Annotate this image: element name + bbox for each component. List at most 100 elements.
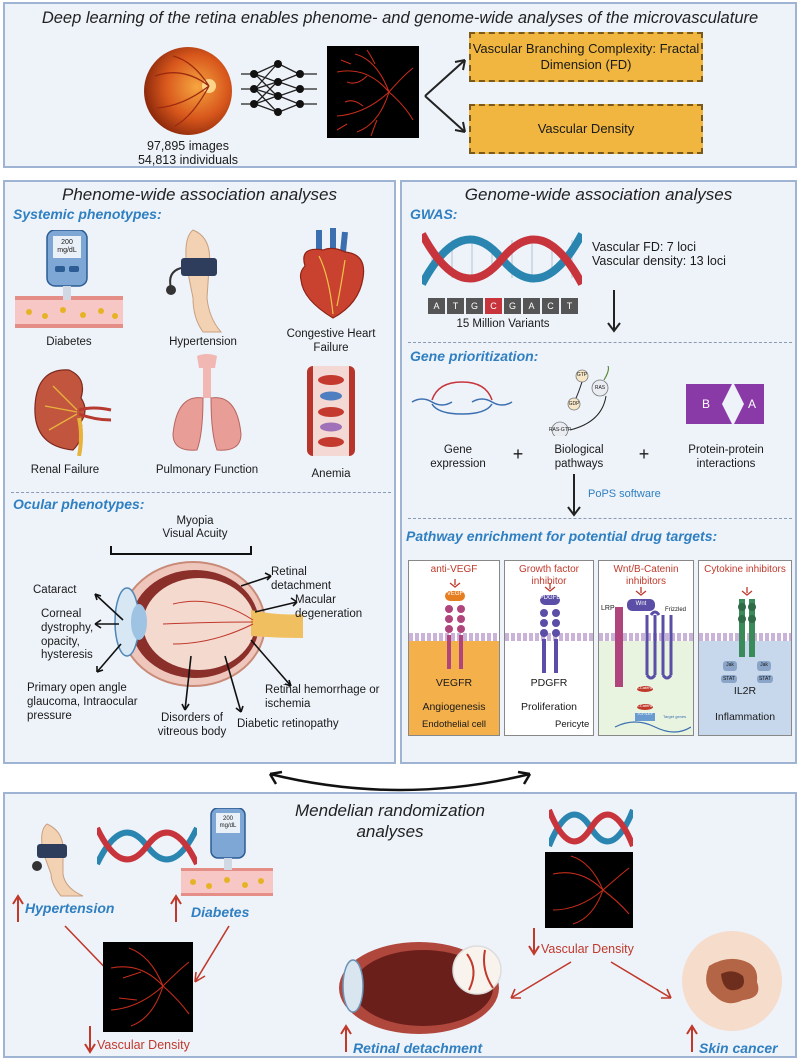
top-panel: Deep learning of the retina enables phen…: [3, 2, 797, 168]
glucometer-icon: [15, 230, 123, 328]
card2-title: Growth factor inhibitor: [518, 564, 580, 587]
pathway-header: Pathway enrichment for potential drug ta…: [406, 528, 718, 544]
mr-up-arrow-diabetes: [170, 894, 182, 922]
ocular-vitreous: Disorders of vitreous body: [157, 712, 227, 738]
protein-interaction-icon: [686, 384, 764, 424]
drug-card-wnt: Wnt/B-Catenin inhibitors Wnt LRP Frizzle…: [598, 560, 694, 736]
mr-hypertension: Hypertension: [25, 900, 115, 916]
base-t2: T: [561, 298, 578, 314]
ocular-glaucoma: Primary open angle glaucoma, Intraocular…: [27, 682, 138, 722]
branch-arrows: [424, 59, 466, 133]
base-g: G: [466, 298, 483, 314]
card4-stat2: STAT: [758, 676, 772, 682]
card2-cell: Pericyte: [555, 719, 590, 730]
gene-expression-icon: [411, 381, 513, 415]
ocular-hemorrhage: Retinal hemorrhage or ischemia: [265, 684, 380, 710]
base-c2: C: [542, 298, 559, 314]
fd-box: Vascular Branching Complexity: Fractal D…: [469, 32, 703, 82]
gwas-panel: Genome-wide association analyses GWAS: A…: [400, 180, 797, 764]
base-a: A: [428, 298, 445, 314]
eye-anatomy-diagram: [110, 546, 303, 687]
density-box: Vascular Density: [469, 104, 703, 154]
base-sequence: A T G C G A C T: [428, 298, 578, 314]
card2-receptor: [540, 583, 560, 673]
card4-title: Cytokine inhibitors: [704, 564, 786, 575]
drug-card-pdgf: Growth factor inhibitor PDGFB PDGFR Prol…: [504, 560, 594, 736]
card4-effect: Inflammation: [714, 711, 776, 723]
variants-count: 15 Million Variants: [456, 318, 550, 330]
card4-jak2: Jak: [760, 662, 768, 668]
mr-skin-cancer: Skin cancer: [699, 1040, 778, 1056]
gwas-divider-1: [408, 342, 792, 343]
systemic-pulmonary: Pulmonary Function: [155, 464, 259, 476]
gwas-title: Genome-wide association analyses: [464, 185, 733, 204]
density-loci: Vascular density: 13 loci: [592, 254, 726, 268]
base-c-variant: C: [485, 298, 502, 314]
ocular-macular: Macular degeneration: [295, 594, 363, 620]
pops-label: PoPS software: [588, 488, 661, 500]
ocular-visual-acuity: Visual Acuity: [162, 528, 228, 540]
fd-loci: Vascular FD: 7 loci: [592, 240, 696, 254]
ocular-detachment: Retinal detachment: [271, 566, 332, 592]
card1-cell: Endothelial cell: [422, 719, 486, 730]
mr-retinal-detachment: Retinal detachment: [353, 1040, 483, 1056]
mr-skin-icon: [682, 931, 782, 1031]
mr-up-arrow-skin: [686, 1024, 698, 1052]
phewas-title: Phenome-wide association analyses: [62, 185, 337, 204]
bidirectional-arrow: [268, 770, 532, 792]
gwas-divider-2: [408, 518, 792, 519]
protein-a-label: A: [747, 397, 756, 411]
mr-dna-left: [97, 826, 197, 866]
pathway-icon: [551, 366, 610, 436]
mr-down-arrow-left: [84, 1026, 96, 1054]
phewas-divider: [11, 492, 391, 493]
down-arrow-2: [567, 474, 581, 517]
neural-network-icon: [241, 60, 317, 116]
systemic-renal-failure: Renal Failure: [30, 464, 100, 476]
base-a2: A: [523, 298, 540, 314]
mr-vessel-image-right: [545, 852, 633, 928]
ocular-myopia: Myopia: [176, 515, 214, 527]
mr-vd-left: Vascular Density: [97, 1038, 190, 1052]
gene-expression-label: Gene expression: [430, 444, 486, 470]
mr-diverge-arrows: [510, 961, 672, 999]
protein-b-label: B: [701, 397, 710, 411]
card2-ligand: PDGFB: [539, 595, 561, 601]
systemic-chf: Congestive Heart Failure: [286, 328, 376, 354]
card3-frizzled: Frizzled: [665, 607, 687, 613]
card4-stat1: STAT: [722, 676, 736, 682]
mr-arm-icon: [32, 823, 84, 897]
gdp-label: GDP: [568, 401, 580, 407]
card3-receptor: [614, 587, 691, 733]
drug-card-vegf: anti-VEGF VEGF VEGFR Angiogenesis Endoth…: [408, 560, 500, 736]
drug-card-cytokine: Cytokine inhibitors Jak Jak STAT STAT IL…: [698, 560, 792, 736]
top-title: Deep learning of the retina enables phen…: [41, 9, 759, 27]
base-g2: G: [504, 298, 521, 314]
card1-receptor: [445, 579, 465, 669]
mr-panel: Mendelian randomization analyses 200 mg/…: [3, 792, 797, 1058]
card1-ligand: VEGF: [446, 591, 464, 597]
card1-effect: Angiogenesis: [422, 701, 486, 713]
bio-pathways-label: Biological pathways: [554, 444, 604, 470]
mr-down-arrow-right: [528, 928, 540, 956]
heart-icon: [299, 228, 365, 319]
card1-title: anti-VEGF: [430, 564, 478, 575]
card3-catenin1: β-Catenin: [636, 685, 654, 690]
mr-up-arrow-hypertension: [12, 894, 24, 922]
base-t: T: [447, 298, 464, 314]
down-arrow-1: [607, 290, 621, 333]
card1-receptor-label: VEGFR: [435, 677, 473, 689]
plus-2: +: [638, 444, 650, 464]
vessel-segmentation-image: [327, 46, 419, 138]
card3-catenin2: β-Catenin: [636, 703, 654, 708]
mr-vd-right: Vascular Density: [541, 942, 634, 956]
ppi-label: Protein-protein interactions: [688, 444, 764, 470]
mr-title: Mendelian randomization analyses: [295, 801, 485, 842]
dna-helix-icon: [422, 232, 582, 286]
mr-up-arrow-retinal: [340, 1024, 352, 1052]
card4-jak1: Jak: [726, 662, 734, 668]
systemic-header: Systemic phenotypes:: [13, 206, 162, 222]
card2-receptor-label: PDGFR: [530, 677, 568, 689]
systemic-diabetes: Diabetes: [46, 336, 92, 348]
lungs-icon: [172, 354, 242, 451]
